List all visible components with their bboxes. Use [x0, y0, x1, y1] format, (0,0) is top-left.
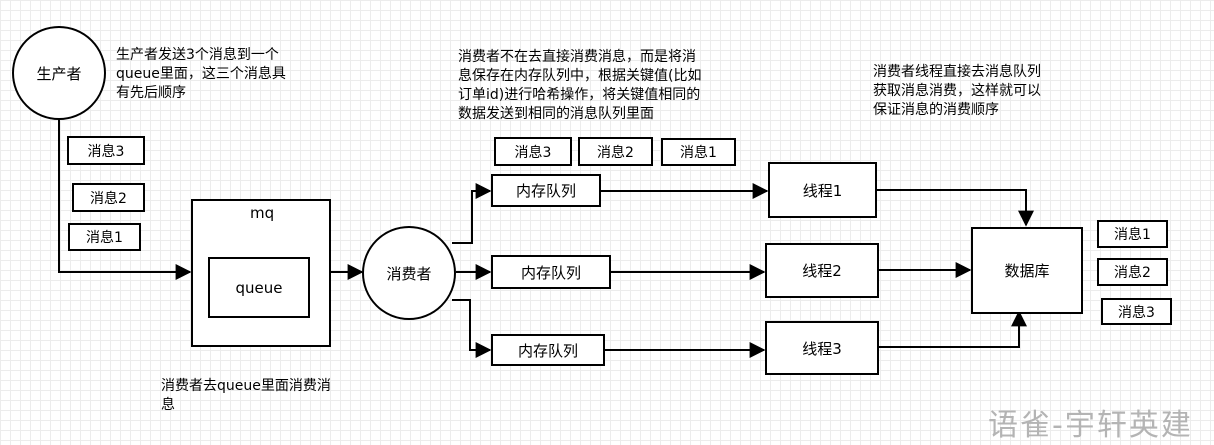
- memory-queue-1: 内存队列: [491, 174, 601, 207]
- db-message-3: 消息3: [1101, 298, 1172, 325]
- mq-label: mq: [250, 204, 275, 222]
- thread-3: 线程3: [765, 321, 879, 375]
- thread-consume-note: 消费者线程直接去消息队列 获取消息消费，这样就可以 保证消息的消费顺序: [873, 64, 1041, 118]
- producer-message-3: 消息3: [67, 136, 145, 165]
- thread-1: 线程1: [768, 162, 877, 218]
- producer-message-1: 消息1: [68, 223, 141, 251]
- edge-thread1-to-db: [876, 189, 1034, 227]
- queue-message-2: 消息2: [578, 137, 653, 166]
- queue-message-1: 消息1: [661, 138, 736, 166]
- queue-message-3: 消息3: [494, 137, 572, 166]
- producer-message-2: 消息2: [72, 183, 145, 212]
- consumer-node: 消费者: [362, 226, 456, 320]
- database-node: 数据库: [971, 227, 1083, 314]
- thread-2: 线程2: [765, 243, 879, 298]
- queue-node: queue: [208, 257, 310, 318]
- watermark: 语雀-宇轩英建: [988, 408, 1193, 443]
- edge-consumer-to-memq3: [452, 299, 492, 358]
- edge-consumer-to-memq1: [452, 183, 492, 244]
- memory-queue-3: 内存队列: [491, 334, 605, 366]
- consumer-strategy-note: 消费者不在去直接消费消息，而是将消 息保存在内存队列中，根据关键值(比如 订单i…: [458, 49, 702, 122]
- consumer-consume-note: 消费者去queue里面消费消 息: [161, 378, 331, 413]
- edge-producer-to-mq: [58, 102, 192, 280]
- db-message-2: 消息2: [1097, 258, 1168, 286]
- memory-queue-2: 内存队列: [491, 255, 611, 289]
- db-message-1: 消息1: [1097, 220, 1168, 248]
- producer-note: 生产者发送3个消息到一个 queue里面，这三个消息具 有先后顺序: [116, 47, 286, 101]
- edge-thread3-to-db: [878, 310, 1027, 348]
- producer-node: 生产者: [12, 26, 106, 120]
